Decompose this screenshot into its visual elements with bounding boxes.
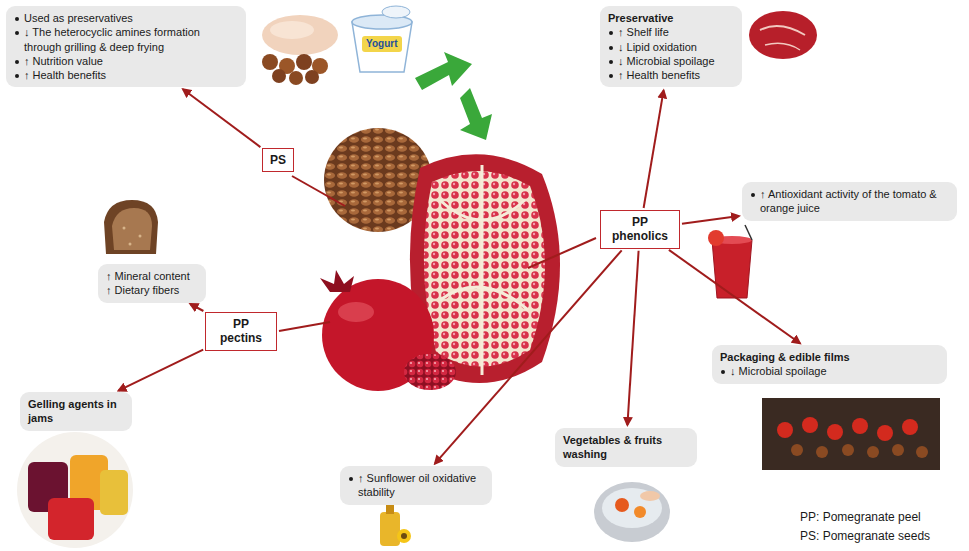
box-text: ↓ The heterocyclic amines formation thro… (24, 26, 200, 52)
arrow-connector (669, 250, 800, 343)
kebab-picture (762, 398, 940, 470)
box-heading: Packaging & edible films (720, 351, 850, 363)
yogurt-picture (352, 6, 412, 72)
effect-box: ↑ Antioxidant activity of the tomato & o… (742, 182, 957, 221)
brand-text: Yogurt (366, 38, 397, 49)
text-row: ↑ Nutrition value (14, 54, 238, 68)
text-row: ↓ Microbial spoilage (720, 364, 939, 378)
washing-picture (594, 482, 670, 542)
text-row: ↑ Shelf life (608, 25, 734, 39)
effect-box: Packaging & edible films ↓ Microbial spoi… (712, 345, 947, 384)
box-text: ↓ Microbial spoilage (618, 55, 715, 67)
arrow-connector (682, 216, 739, 224)
effect-box: Gelling agents in jams (20, 392, 132, 431)
bullet-dot (751, 193, 755, 197)
source-box: PP pectins (205, 312, 277, 351)
effect-box: Vegetables & fruits washing (555, 428, 697, 467)
legend-note: PP: Pomegranate peel (800, 510, 921, 524)
source-box: PS (262, 148, 294, 172)
text-row: ↓ Microbial spoilage (608, 54, 734, 68)
text-row: Preservative (608, 11, 734, 25)
box-text: ↑ Sunflower oil oxidative stability (358, 472, 476, 498)
box-text: Used as preservatives (24, 12, 133, 24)
bullet-dot (609, 60, 613, 64)
juice-picture (708, 225, 752, 298)
arrow-connector (644, 90, 664, 208)
arrow-connector (190, 304, 203, 311)
text-row: Packaging & edible films (720, 350, 939, 364)
bullet-dot (721, 370, 725, 374)
box-text: PS (270, 153, 286, 167)
effect-box: ↑ Sunflower oil oxidative stability (340, 466, 492, 505)
box-text: ↑ Antioxidant activity of the tomato & o… (760, 188, 937, 214)
box-text: PP pectins (220, 317, 262, 345)
bread-picture (104, 200, 158, 254)
box-heading: Vegetables & fruits washing (563, 434, 662, 460)
box-text: ↑ Nutrition value (24, 55, 103, 67)
box-text: PP phenolics (612, 215, 668, 243)
box-text: ↑ Mineral content (106, 270, 190, 282)
text-row: ↑ Health benefits (608, 68, 734, 82)
bullet-dot (15, 74, 19, 78)
effect-box: ↑ Mineral content ↑ Dietary fibers (98, 264, 206, 303)
split-pomegranate (410, 154, 560, 383)
text-row: PP pectins (213, 317, 269, 346)
whole-pomegranate (320, 270, 456, 391)
bullet-dot (15, 60, 19, 64)
meat-picture (262, 15, 338, 85)
box-text: ↑ Dietary fibers (106, 284, 179, 296)
steak-picture (749, 11, 817, 59)
text-row: ↑ Sunflower oil oxidative stability (348, 471, 484, 500)
box-heading: Preservative (608, 12, 673, 24)
text-row: ↑ Health benefits (14, 68, 238, 82)
arrow-connector (627, 251, 638, 425)
bullet-dot (609, 46, 613, 50)
box-text: ↑ Health benefits (24, 69, 106, 81)
text-row: PS (270, 153, 286, 167)
arrow-connector (119, 350, 204, 391)
source-box: PP phenolics (600, 210, 680, 249)
jams-picture (17, 432, 133, 548)
oil-picture (380, 504, 411, 546)
bullet-dot (15, 31, 19, 35)
text-row: Vegetables & fruits washing (563, 433, 689, 462)
arrow-connector (183, 89, 260, 147)
text-row: ↓ Lipid oxidation (608, 40, 734, 54)
legend-note: PS: Pomegranate seeds (800, 529, 930, 543)
bullet-dot (609, 74, 613, 78)
text-row: Used as preservatives (14, 11, 238, 25)
box-heading: Gelling agents in jams (28, 398, 117, 424)
box-text: ↓ Microbial spoilage (730, 365, 827, 377)
text-row: ↓ The heterocyclic amines formation thro… (14, 25, 238, 54)
text-row: ↑ Mineral content (106, 269, 198, 283)
box-text: ↓ Lipid oxidation (618, 41, 697, 53)
bullet-dot (349, 477, 353, 481)
bullet-dot (15, 17, 19, 21)
effect-box: Used as preservatives ↓ The heterocyclic … (6, 6, 246, 87)
box-text: ↑ Health benefits (618, 69, 700, 81)
bullet-dot (609, 31, 613, 35)
recycle-arrows (415, 52, 492, 140)
text-row: Gelling agents in jams (28, 397, 124, 426)
text-row: ↑ Dietary fibers (106, 283, 198, 297)
leader-line (279, 176, 596, 331)
box-text: ↑ Shelf life (618, 26, 669, 38)
text-row: PP phenolics (608, 215, 672, 244)
effect-box: Preservative ↑ Shelf life ↓ Lipid oxidatio… (600, 6, 742, 87)
text-row: ↑ Antioxidant activity of the tomato & o… (750, 187, 949, 216)
